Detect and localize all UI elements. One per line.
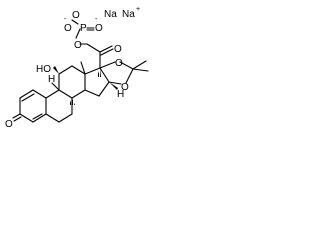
- bond: [100, 48, 114, 56]
- bond: [132, 60, 147, 70]
- sodium-label-1: Na: [104, 9, 117, 20]
- atom-labels: Na Na + O - P O - O O O O O HO H H O: [5, 6, 140, 130]
- bond: [86, 43, 101, 53]
- bond: [58, 65, 73, 75]
- sodium-label-2: Na: [122, 9, 135, 20]
- bond: [13, 116, 22, 122]
- bond: [84, 67, 101, 75]
- acetonide-oxygen-upper: O: [115, 58, 123, 69]
- bond: [45, 113, 60, 123]
- bond: [98, 81, 110, 97]
- phosphate-oxygen-left: O: [64, 23, 72, 34]
- phosphate-oxygen-double: O: [72, 10, 80, 21]
- phosphate-oxygen-right-charge: -: [95, 16, 98, 23]
- bond: [108, 81, 122, 85]
- bonds: [12, 19, 149, 123]
- bond: [45, 89, 60, 99]
- acetonide-oxygen-lower: O: [121, 82, 129, 93]
- bond: [84, 89, 100, 97]
- bond: [80, 61, 86, 75]
- hydroxyl-label: HO: [36, 64, 51, 75]
- bond: [99, 61, 116, 69]
- c16-h-label: H: [117, 89, 124, 100]
- ketone-oxygen-label: O: [114, 44, 122, 55]
- phosphate-oxygen-right: O: [95, 23, 103, 34]
- bond: [58, 89, 73, 99]
- bond-hash: [97, 68, 101, 77]
- ester-oxygen-label: O: [74, 40, 82, 51]
- bond-wedge: [109, 82, 118, 90]
- bond: [19, 113, 34, 123]
- chemical-structure: Na Na + O - P O - O O O O O HO H H O: [5, 6, 149, 130]
- bond: [75, 28, 81, 39]
- bond: [19, 89, 34, 99]
- bond: [71, 65, 86, 75]
- bond: [12, 113, 21, 119]
- bond: [99, 45, 113, 53]
- bond: [32, 113, 47, 123]
- phosphorus-label: P: [80, 23, 87, 34]
- methyl-h-label: H: [48, 74, 55, 85]
- bond: [71, 19, 79, 25]
- enone-oxygen-label: O: [5, 119, 13, 130]
- bond: [71, 89, 86, 99]
- bond: [58, 113, 73, 123]
- bond: [51, 82, 60, 91]
- bond: [132, 68, 149, 72]
- bond: [119, 61, 134, 70]
- bond: [21, 93, 35, 102]
- bond: [32, 89, 47, 99]
- bond: [125, 68, 134, 84]
- sodium-charge: +: [136, 6, 140, 13]
- bond-hash: [69, 98, 75, 105]
- phosphate-oxygen-left-charge: -: [64, 16, 67, 23]
- bond: [99, 67, 110, 83]
- bond: [32, 113, 43, 120]
- bond-wedge: [53, 66, 59, 74]
